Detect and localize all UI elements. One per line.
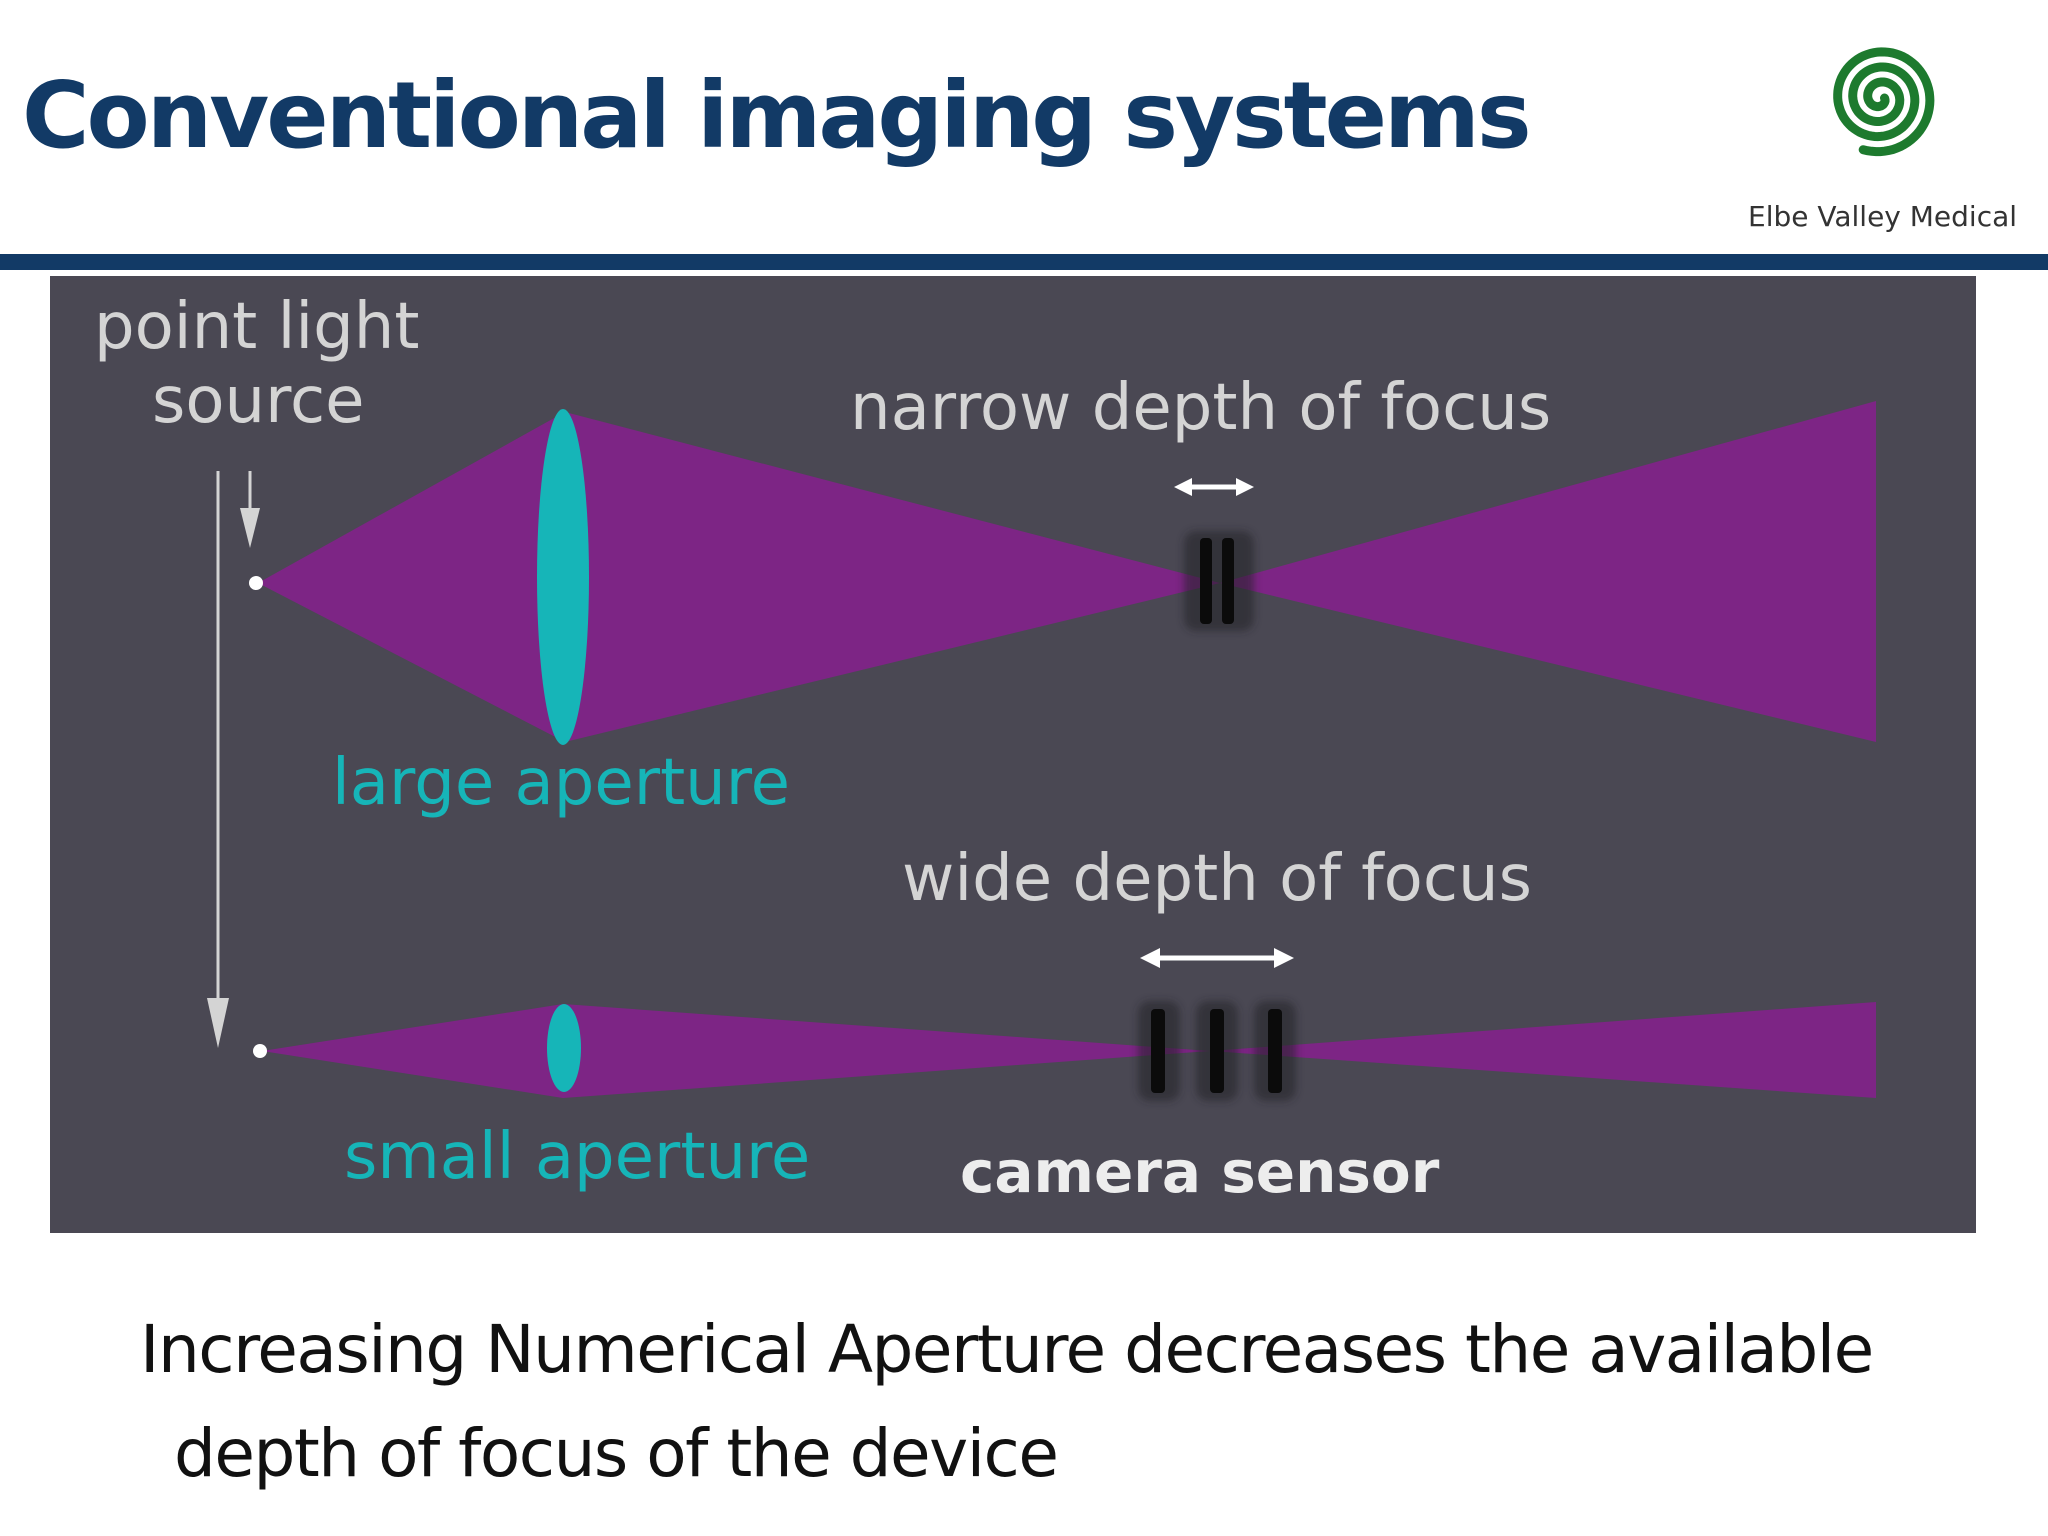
slide-title: Conventional imaging systems (22, 62, 1532, 169)
top-light-cone (258, 412, 565, 742)
large-aperture-lens (537, 409, 589, 745)
wide-sensor (1138, 1001, 1296, 1101)
top-point-source (249, 576, 263, 590)
bottom-point-source (253, 1044, 267, 1058)
wide-focus-arrow-right-head (1274, 948, 1294, 968)
top-light-cone-converging (565, 412, 1220, 742)
caption-line-1: Increasing Numerical Aperture decreases … (140, 1311, 1874, 1388)
logo-text: Elbe Valley Medical (1748, 200, 2018, 233)
title-rule (0, 254, 2048, 270)
large-aperture-label: large aperture (332, 746, 790, 820)
logo: Elbe Valley Medical (1740, 20, 2020, 233)
point-light-label-line1: point light (94, 290, 420, 364)
bottom-light-cone-diverging (1210, 1002, 1876, 1098)
slide-caption: Increasing Numerical Aperture decreases … (140, 1298, 1940, 1506)
depth-of-focus-diagram: point light source narrow depth of focus… (50, 276, 1976, 1233)
wide-focus-label: wide depth of focus (902, 842, 1532, 916)
bottom-light-cone (262, 1004, 563, 1098)
bottom-light-cone-converging (563, 1004, 1210, 1098)
narrow-focus-label: narrow depth of focus (850, 371, 1552, 445)
narrow-sensor (1184, 531, 1254, 631)
source-pointer-head (240, 508, 260, 548)
caption-line-2: depth of focus of the device (174, 1415, 1059, 1492)
spiral-logo-icon (1833, 47, 1935, 157)
small-aperture-label: small aperture (344, 1120, 811, 1194)
narrow-focus-arrow-left-head (1174, 478, 1192, 496)
narrow-focus-arrow-right-head (1236, 478, 1254, 496)
small-aperture-lens (547, 1004, 581, 1092)
camera-sensor-label: camera sensor (960, 1138, 1440, 1206)
top-light-cone-diverging (1220, 401, 1876, 742)
wide-focus-arrow-left-head (1140, 948, 1160, 968)
source-arrow-head (207, 998, 229, 1048)
point-light-label-line2: source (152, 364, 365, 438)
